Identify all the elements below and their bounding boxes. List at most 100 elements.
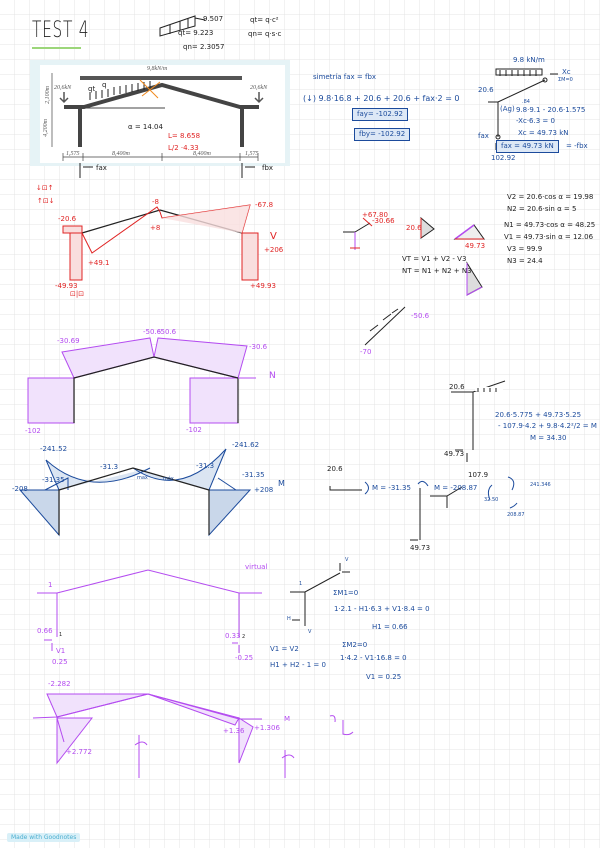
virtual-m-label: M: [284, 715, 291, 723]
shear-sign-1: ↓⊡↑: [36, 184, 54, 192]
fig-length: L= 8.658: [168, 132, 201, 140]
mc-c2: 32.50: [484, 497, 499, 503]
virtual-title: virtual: [245, 563, 268, 571]
header-eq-2: qn= q·s·c: [248, 30, 282, 38]
decomp-v1: V1 = 49.73·sin α = 12.06: [504, 233, 594, 241]
shear-v2: -8: [152, 198, 159, 206]
moment-free-bodies: [329, 380, 518, 541]
virtual-node-1: 1: [59, 632, 63, 638]
uc-hb: H1 + H2 - 1 = 0: [270, 661, 326, 669]
fig-right-force: 20,6kN: [250, 85, 268, 91]
decomposition-sketches: [343, 216, 485, 346]
fb-fax-arrow: fax: [478, 132, 489, 140]
fig-dim-l1: 1,575: [66, 151, 80, 157]
moment-m2: -241.62: [232, 441, 260, 449]
mc-result: M = 34.30: [530, 434, 567, 442]
fig-q: q: [102, 81, 107, 89]
fb-fax-result: fax = 49.73 kN: [496, 140, 559, 153]
virtual-m4: +1.306: [254, 724, 280, 732]
moment-m1: -241.52: [40, 445, 68, 453]
fig-fax: fax: [96, 164, 107, 172]
uc-h: H: [287, 616, 291, 622]
symmetry-note: simetría fax = fbx: [313, 73, 377, 81]
decomp-b: -30.66: [372, 217, 395, 225]
moment-m7: -208: [12, 485, 28, 493]
axial-label: N: [269, 371, 276, 381]
uc-v1: V1 = 0.25: [366, 673, 402, 681]
fay-result: fay= -102.92: [352, 108, 409, 121]
fb-xc-value: Xc = 49.73 kN: [518, 129, 569, 137]
axial-n1: -30.69: [57, 337, 80, 345]
moment-m3: -31.3: [100, 463, 119, 471]
fig-half: L/2 ·4.33: [168, 144, 199, 152]
decomp-v2: V2 = 20.6·cos α = 19.98: [507, 193, 594, 201]
fb-fax-tail: = -fbx: [566, 142, 588, 150]
axial-n6: -102: [186, 426, 202, 434]
moment-max-1: max: [137, 475, 148, 481]
moment-m8: +208: [254, 486, 274, 494]
decomp-e: -50.6: [411, 312, 430, 320]
shear-label: V: [270, 231, 277, 242]
virtual-v2-value: -0.25: [235, 654, 254, 662]
virtual-v1-value: 0.25: [52, 658, 68, 666]
decomp-f: -70: [360, 348, 372, 356]
shear-v3: +8: [150, 224, 161, 232]
decomp-nt: NT = N1 + N2 + N3: [402, 267, 472, 275]
uc-h1: H1 = 0.66: [372, 623, 408, 631]
fig-top-load: 9,8kN/m: [147, 66, 168, 72]
uc-sm1: ΣM1=0: [333, 589, 359, 597]
fb-bottom: 102.92: [491, 154, 516, 162]
fb-eq2: -Xc·6.3 = 0: [516, 117, 555, 125]
shear-sign-3: ⊡|⊡: [70, 290, 85, 298]
virtual-free-body: [290, 563, 350, 626]
uc-one: 1: [299, 581, 303, 587]
shear-v4: -67.8: [255, 201, 274, 209]
mc-m1: M = -31.35: [372, 484, 411, 492]
decomp-a: +67.80: [362, 211, 388, 219]
shear-v6: +49.1: [88, 259, 110, 267]
decomp-n2: N2 = 20.6·sin α = 5: [507, 205, 577, 213]
fig-dim-l3: 8,400m: [193, 151, 211, 157]
mc-206: 20.6: [449, 383, 465, 391]
uc-eq1: 1·2.1 - H1·6.3 + V1·8.4 = 0: [334, 605, 430, 613]
virtual-moment-diagram: [32, 693, 354, 778]
virtual-m1: -2.282: [48, 680, 71, 688]
fig-dim-h1: 2,100m: [44, 86, 51, 104]
virtual-m2: +2.772: [66, 748, 92, 756]
axial-diagram: [27, 337, 256, 424]
virtual-m3: +1.36: [223, 727, 245, 735]
axial-n2: -50.6: [143, 328, 162, 336]
mc-b4973: 49.73: [410, 544, 431, 552]
fby-result: fby= -102.92: [354, 128, 411, 141]
moment-m4: -31.3: [196, 462, 215, 470]
frame-figure: [30, 60, 290, 178]
decomp-vt: VT = V1 + V2 - V3: [402, 255, 467, 263]
header-load-3: qn= 2.3057: [183, 43, 225, 51]
moment-diagram: [18, 448, 252, 537]
goodnotes-badge: Made with Goodnotes: [7, 833, 81, 842]
virtual-h1: 0.66: [37, 627, 53, 635]
axial-n5: -102: [25, 427, 41, 435]
decomp-n1: N1 = 49.73·cos α = 48.25: [504, 221, 596, 229]
fig-qt: qt: [88, 85, 96, 93]
fb-load: 9.8 kN/m: [513, 56, 545, 64]
virtual-v1: V1: [56, 647, 66, 655]
fb-eq1: 9.8·9.1 - 20.6·1.575: [516, 106, 586, 114]
fig-dim-l4: 1,575: [245, 151, 259, 157]
fb-eq-label: (Ag): [500, 105, 515, 113]
virtual-frame: [37, 569, 262, 653]
shear-v8: +49.93: [250, 282, 276, 290]
fig-left-force: 20,6kN: [54, 85, 72, 91]
shear-v1: -20.6: [58, 215, 77, 223]
vertical-equilibrium: (↓) 9.8·16.8 + 20.6 + 20.6 + fax·2 = 0: [303, 94, 460, 103]
fig-dim-l2: 8,400m: [112, 151, 130, 157]
decomp-n3: N3 = 24.4: [507, 257, 543, 265]
fb-206: 20.6: [478, 86, 494, 94]
fb-xc: Xc: [562, 68, 571, 76]
shear-v5: +206: [264, 246, 284, 254]
header-load-1: 9.507: [203, 15, 224, 23]
mc-c3: 208.87: [507, 512, 525, 518]
fig-fbx: fbx: [262, 164, 274, 172]
shear-diagram: [62, 204, 259, 281]
virtual-h2: 0.33: [225, 632, 241, 640]
